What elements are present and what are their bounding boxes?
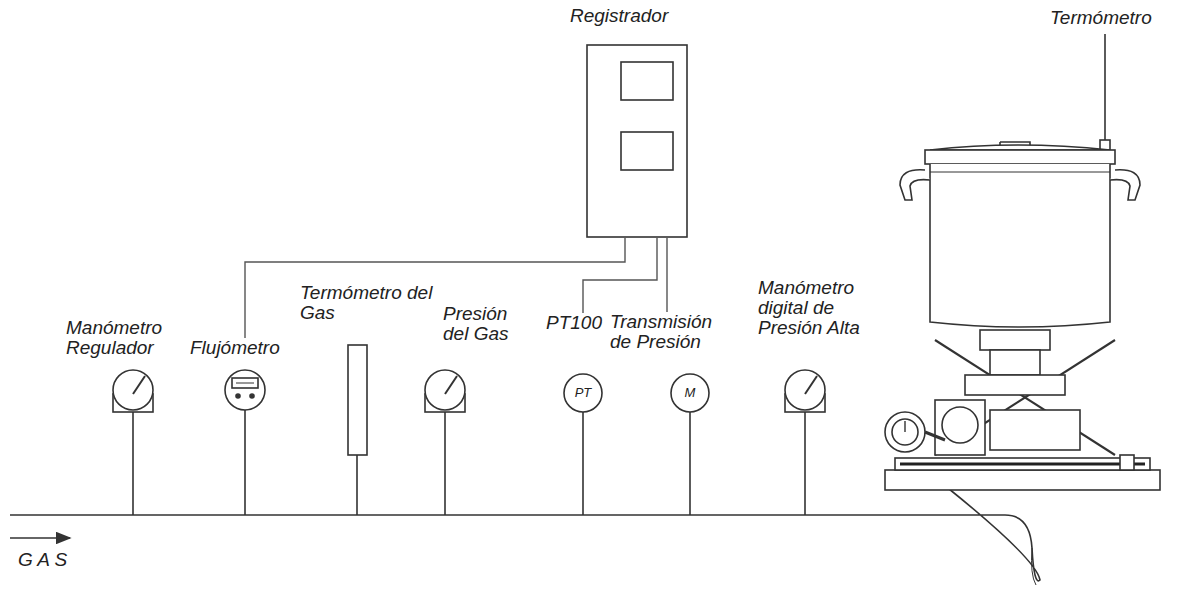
flowmeter-symbol: Flujómetro (190, 338, 306, 358)
thermometer-symbol: Termómetro del Gas (300, 283, 442, 323)
instrument-label: Registrador (570, 6, 695, 26)
instrument-label: Termómetro del Gas (300, 283, 442, 323)
instrument-label: Presión del Gas (443, 304, 519, 344)
symbol-letter: PT (575, 386, 592, 400)
instrument-label: Transmisión de Presión (610, 312, 732, 352)
part-name: Termómetro (1050, 8, 1152, 28)
instrument-label: Manómetro Regulador (66, 318, 178, 358)
transmitter-circle: Transmisión de PresiónM (610, 312, 732, 352)
symbol-letter: M (685, 386, 696, 400)
gauge-symbol: Manómetro digital de Presión Alta (758, 278, 870, 338)
gauge-symbol: Presión del Gas (443, 304, 519, 344)
gauge-symbol: Manómetro Regulador (66, 318, 178, 358)
recorder-box: Registrador (570, 6, 695, 238)
instrument-label: Manómetro digital de Presión Alta (758, 278, 870, 338)
signal-wire (583, 238, 657, 313)
flow-label: G A S (18, 550, 67, 570)
signal-wire (667, 238, 668, 312)
signal-wire (245, 238, 625, 338)
instrument-label: Flujómetro (190, 338, 306, 358)
